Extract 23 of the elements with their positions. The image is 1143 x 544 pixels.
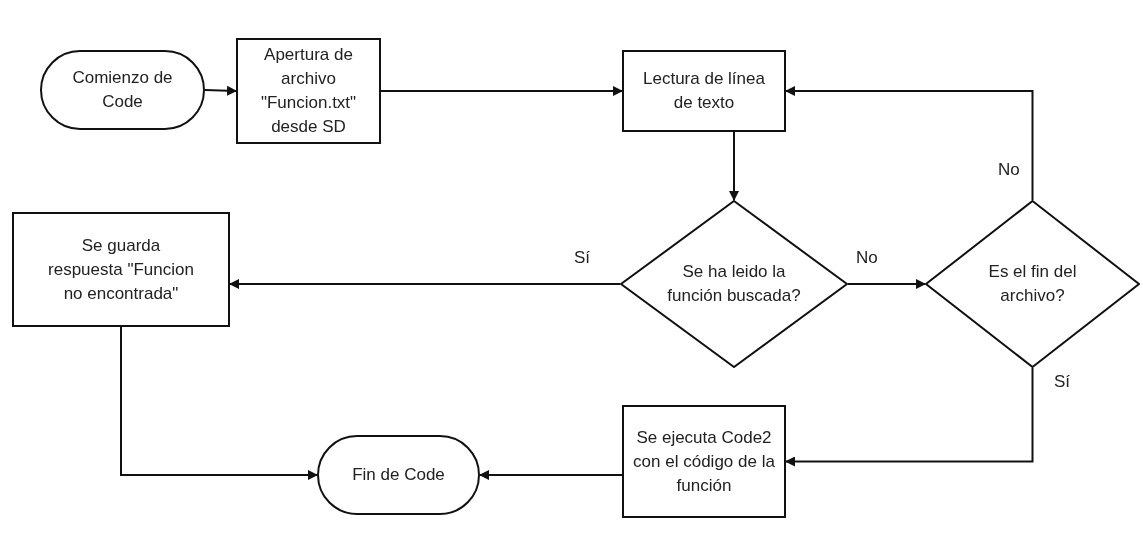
process-box <box>12 212 230 327</box>
decision-diamond <box>620 200 848 368</box>
process-box <box>622 405 786 518</box>
arrow <box>204 85 237 96</box>
arrow <box>380 86 623 96</box>
process-box <box>236 38 381 144</box>
node-label: Lectura de línea de texto <box>642 68 766 114</box>
node-label: Se ha leido la función buscada? <box>666 261 802 307</box>
arrow <box>729 131 739 201</box>
node-label: Se ejecuta Code2 con el código de la función <box>632 426 776 497</box>
arrow <box>785 367 1034 467</box>
arrow <box>229 279 621 289</box>
decision-diamond <box>925 200 1140 368</box>
arrow <box>479 470 623 480</box>
node-label: Comienzo de Code <box>71 67 174 113</box>
arrow <box>785 86 1034 201</box>
node-label: Fin de Code <box>351 464 446 486</box>
arrow <box>120 326 318 480</box>
node-label: Es el fin del archivo? <box>987 261 1078 307</box>
node-label: Se guarda respuesta "Funcion no encontrada" <box>47 234 195 305</box>
process-box <box>622 50 786 132</box>
node-label: Apertura de archivo "Funcion.txt" desde SD <box>259 44 358 138</box>
arrow <box>847 279 926 289</box>
